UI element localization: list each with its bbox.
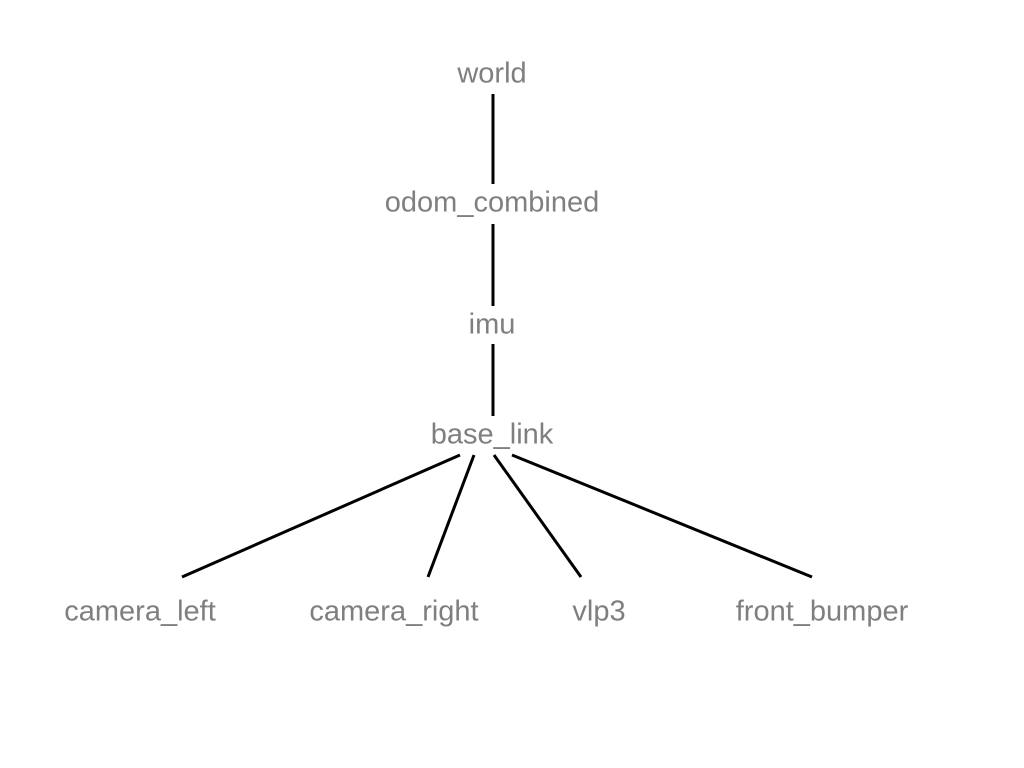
edge-base_link-camera_right [426, 454, 476, 578]
node-front-bumper: front_bumper [735, 595, 909, 628]
node-world: world [457, 57, 527, 90]
node-odom-combined: odom_combined [384, 186, 600, 219]
edge-base_link-camera_left [181, 453, 461, 579]
node-imu: imu [468, 308, 516, 341]
node-base-link: base_link [430, 418, 554, 451]
node-camera-left: camera_left [64, 595, 216, 628]
node-camera-right: camera_right [309, 595, 479, 628]
edge-base_link-vlp3 [492, 454, 583, 578]
node-vlp3: vlp3 [572, 595, 626, 628]
edge-base_link-front_bumper [511, 453, 813, 579]
